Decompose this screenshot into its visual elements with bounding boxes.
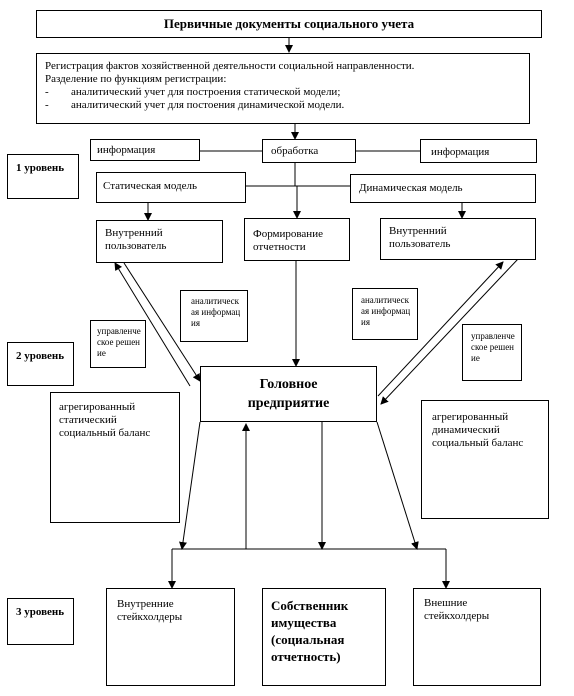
level3-label: 3 уровень [7, 598, 74, 645]
registration-item1-text: аналитический учет для построения статич… [71, 86, 341, 98]
agg-static-text: агрегированный статический социальный ба… [59, 401, 151, 439]
processing-box: обработка [262, 139, 356, 163]
level1-label: 1 уровень [7, 154, 79, 199]
dynamic-model-text: Динамическая модель [359, 182, 463, 194]
mgmt-decision-right-text: управленческое решение [471, 331, 515, 363]
external-stakeholders-text: Внешние стейкхолдеры [424, 597, 490, 622]
registration-line2: Разделение по функциям регистрации: [45, 73, 227, 85]
bullet: - [45, 86, 49, 98]
registration-item2-text: аналитический учет для постоения динамич… [71, 99, 345, 111]
internal-user-right-text: Внутренний пользователь [389, 225, 451, 250]
dynamic-model-box: Динамическая модель [350, 174, 536, 203]
mgmt-decision-left-text: управленческое решение [97, 326, 141, 358]
registration-box: Регистрация фактов хозяйственной деятель… [36, 53, 530, 124]
reporting-text: Формирование отчетности [253, 228, 323, 253]
reporting-box: Формирование отчетности [244, 218, 350, 261]
head-enterprise-text: Головное предприятие [247, 377, 330, 411]
agg-dynamic-box: агрегированный динамический социальный б… [421, 400, 549, 519]
owner-text: Собственник имущества (социальная отчетн… [271, 598, 349, 664]
internal-stakeholders-box: Внутренние стейкхолдеры [106, 588, 235, 686]
analytic-info-left-box: аналитическая информация [180, 290, 248, 342]
info-right-box: информация [420, 139, 537, 163]
internal-user-left-box: Внутренний пользователь [96, 220, 223, 263]
mgmt-decision-left-box: управленческое решение [90, 320, 146, 368]
arrow-left-user-to-head [123, 262, 201, 382]
arrow-head-to-bottom-left [179, 421, 201, 550]
level3-text: 3 уровень [16, 606, 65, 618]
analytic-info-right-text: аналитическая информация [361, 295, 411, 327]
agg-static-box: агрегированный статический социальный ба… [50, 392, 180, 523]
level2-label: 2 уровень [7, 342, 74, 386]
internal-user-left-text: Внутренний пользователь [105, 227, 167, 252]
arrow-head-to-bottom-right [376, 421, 419, 550]
level1-text: 1 уровень [16, 162, 65, 174]
owner-box: Собственник имущества (социальная отчетн… [262, 588, 386, 686]
registration-line1: Регистрация фактов хозяйственной деятель… [45, 60, 415, 72]
info-right-text: информация [431, 146, 490, 158]
static-model-box: Статическая модель [96, 172, 246, 203]
bullet: - [45, 99, 49, 111]
mgmt-decision-right-box: управленческое решение [462, 324, 522, 381]
head-enterprise-box: Головное предприятие [200, 366, 377, 422]
title-text: Первичные документы социального учета [163, 16, 415, 31]
registration-item2: - аналитический учет для постоения динами… [45, 99, 529, 112]
info-left-text: информация [97, 144, 156, 156]
external-stakeholders-box: Внешние стейкхолдеры [413, 588, 541, 686]
internal-stakeholders-text: Внутренние стейкхолдеры [117, 598, 183, 623]
processing-text: обработка [271, 145, 319, 157]
info-left-box: информация [90, 139, 200, 161]
static-model-text: Статическая модель [103, 180, 197, 192]
analytic-info-right-box: аналитическая информация [352, 288, 418, 340]
arrow-head-to-right-user [377, 261, 504, 397]
registration-item1: - аналитический учет для построения стати… [45, 86, 529, 99]
arrow-right-user-to-head [380, 258, 519, 405]
analytic-info-left-text: аналитическая информация [191, 296, 241, 328]
agg-dynamic-text: агрегированный динамический социальный б… [432, 411, 524, 449]
internal-user-right-box: Внутренний пользователь [380, 218, 536, 260]
title-box: Первичные документы социального учета [36, 10, 542, 38]
arrow-head-to-left-user [114, 262, 191, 387]
level2-text: 2 уровень [16, 350, 65, 362]
